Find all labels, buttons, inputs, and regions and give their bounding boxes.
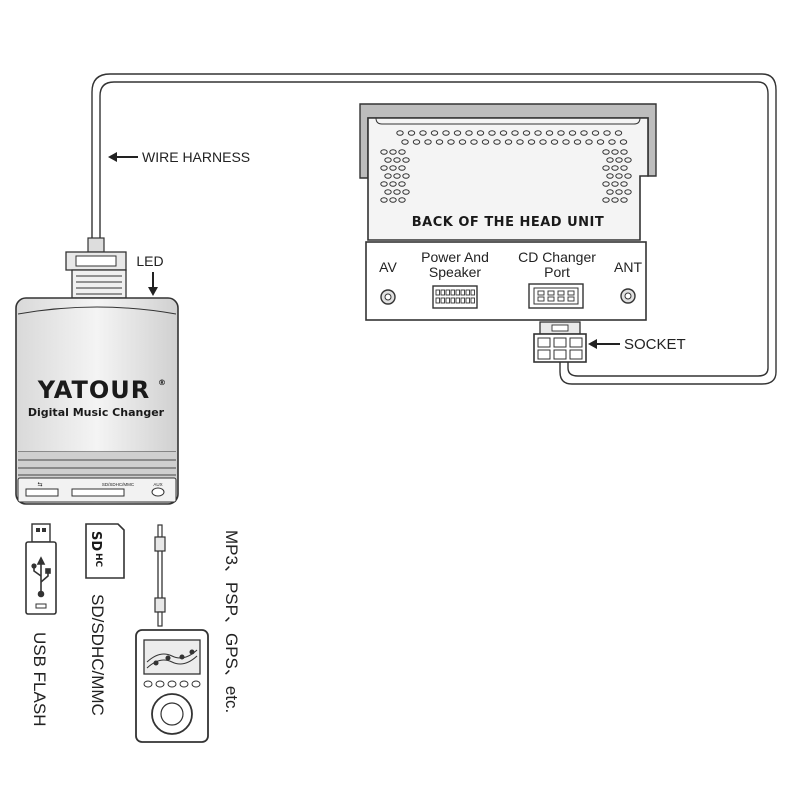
av-label: AV bbox=[379, 259, 397, 275]
player-screen bbox=[143, 639, 201, 675]
cd-changer-label-1: CD Changer bbox=[518, 249, 596, 265]
wire-harness-arrow bbox=[108, 152, 138, 162]
ventilation-holes bbox=[380, 130, 632, 203]
audio-cable bbox=[154, 524, 166, 627]
usb-slot bbox=[25, 488, 59, 497]
usb-flash-label: USB FLASH bbox=[30, 632, 49, 726]
ant-label: ANT bbox=[614, 259, 642, 275]
device-registered-mark: ® bbox=[158, 378, 166, 387]
device-brand: YATOUR bbox=[37, 376, 151, 404]
player-buttons bbox=[143, 680, 201, 688]
led-label: LED bbox=[136, 253, 163, 269]
cd-changer-port bbox=[528, 283, 584, 309]
socket-connector bbox=[533, 321, 587, 363]
wire-harness-cable bbox=[91, 73, 777, 385]
sd-card-mark: SD bbox=[88, 531, 103, 551]
aux-jack bbox=[151, 487, 165, 497]
socket-arrow bbox=[588, 339, 620, 349]
device-plug bbox=[65, 237, 127, 299]
player-types-label: MP3、PSP、GPS、etc. bbox=[222, 530, 241, 713]
sd-card: SD HC bbox=[85, 523, 125, 579]
head-unit-chassis bbox=[367, 117, 649, 241]
usb-symbol: ⇆ bbox=[37, 481, 42, 488]
usb-icon bbox=[31, 556, 51, 598]
device-aux-label: AUX bbox=[153, 482, 162, 487]
sd-slot bbox=[71, 488, 125, 497]
head-unit: BACK OF THE HEAD UNIT AV Power And Speak… bbox=[359, 103, 657, 321]
yatour-device: ⇆ SD/SDHC/MMC AUX YATOUR ® Digital Music… bbox=[15, 297, 179, 505]
head-unit-title: BACK OF THE HEAD UNIT bbox=[412, 215, 605, 230]
cd-changer-label-2: Port bbox=[544, 264, 570, 280]
device-slot-label: SD/SDHC/MMC bbox=[102, 482, 135, 487]
wire-harness-label: WIRE HARNESS bbox=[142, 149, 250, 165]
connector-panel bbox=[365, 241, 647, 321]
power-speaker-port bbox=[432, 285, 478, 309]
power-speaker-label-1: Power And bbox=[421, 249, 489, 265]
music-notes-icon bbox=[146, 649, 198, 669]
led-arrow bbox=[148, 272, 158, 296]
sd-sdhc-mmc-label: SD/SDHC/MMC bbox=[88, 594, 107, 716]
power-speaker-label-2: Speaker bbox=[429, 264, 481, 280]
mp3-player bbox=[135, 629, 209, 743]
sd-card-sub: HC bbox=[93, 553, 103, 568]
usb-flash-drive bbox=[25, 523, 57, 615]
socket-label: SOCKET bbox=[624, 336, 686, 353]
device-subtitle: Digital Music Changer bbox=[28, 406, 165, 419]
